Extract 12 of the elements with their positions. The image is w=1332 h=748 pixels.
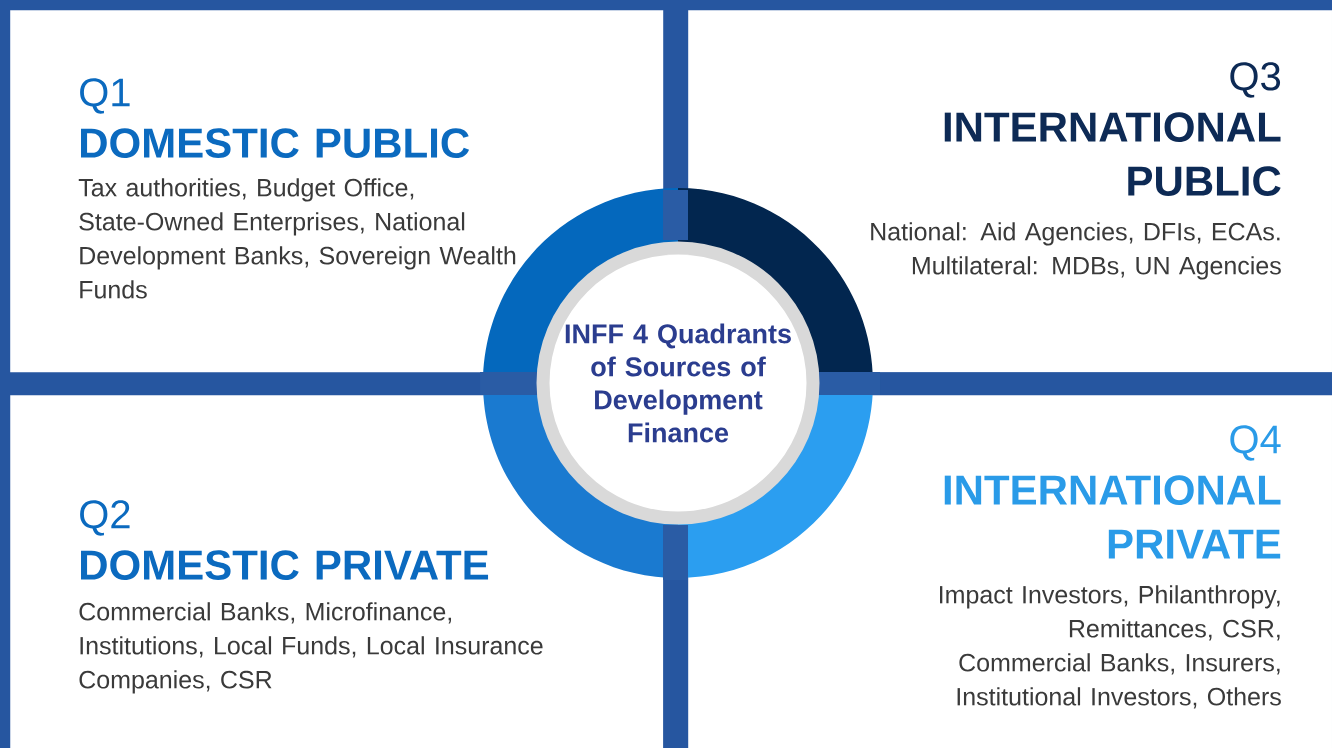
quadrant-description: Tax authorities, Budget Office, State-Owned Enterprises, National Development Banks, Sovereign Wealth Funds — [78, 178, 516, 299]
quadrant-description: National: Aid Agencies, DFIs, ECAs. Multilateral: MDBs, UN Agencies — [871, 222, 1281, 280]
quadrant-number: Q3 — [1230, 62, 1281, 98]
quadrant-heading: DOMESTIC PRIVATE — [81, 550, 489, 580]
quadrant-number: Q4 — [1230, 425, 1281, 461]
quadrant-heading: INTERNATIONAL PRIVATE — [944, 475, 1281, 559]
quadrant-description: Commercial Banks, Microfinance, Institutions, Local Funds, Local Insurance Companies, CSR — [79, 602, 543, 694]
quadrant-description: Impact Investors, Philanthropy, Remittances, CSR, Commercial Banks, Insurers, Institutional Investors, Others — [940, 585, 1281, 709]
quadrant-heading: INTERNATIONAL PUBLIC — [944, 112, 1281, 196]
quadrant-number: Q1 — [80, 78, 130, 114]
quadrant-heading: DOMESTIC PUBLIC — [81, 128, 470, 158]
quadrant-number: Q2 — [80, 500, 130, 536]
